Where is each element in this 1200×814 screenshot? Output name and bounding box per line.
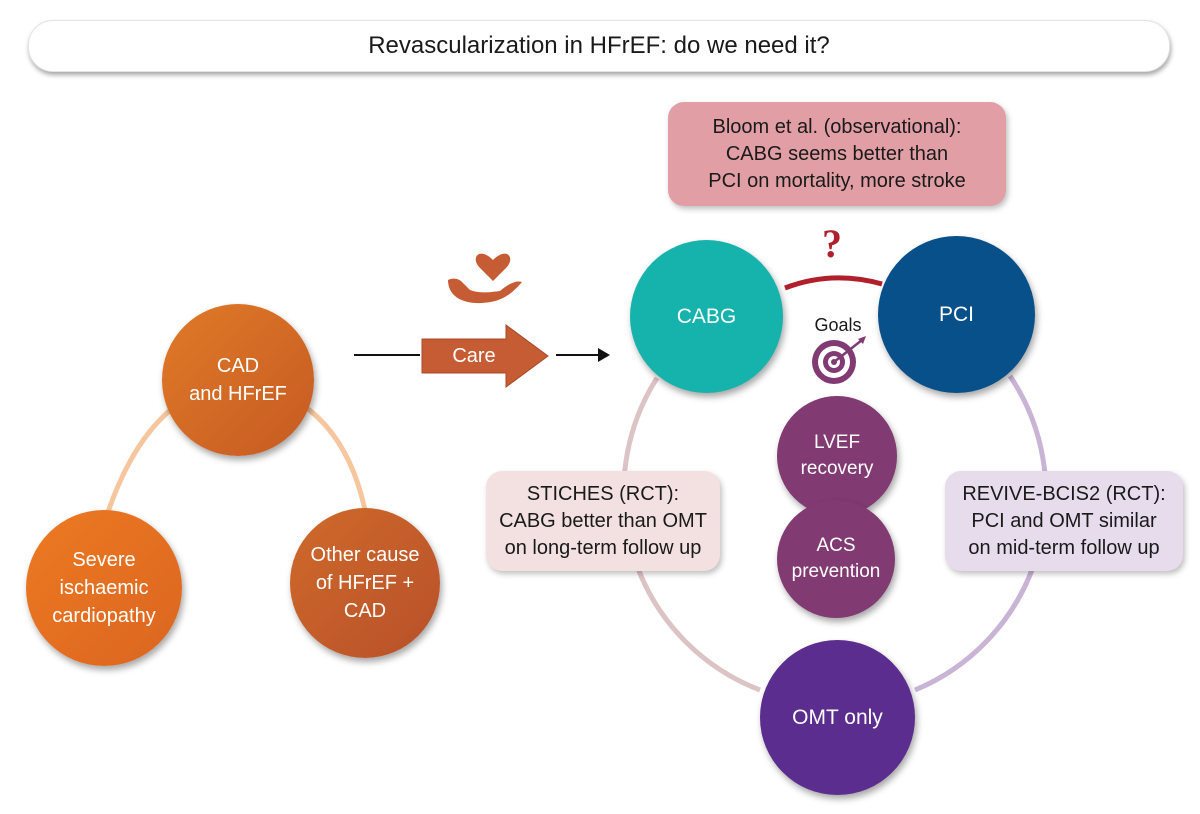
severe-ischaemic-label: Severe ischaemic cardiopathy bbox=[52, 549, 156, 627]
pci-node: PCI bbox=[878, 236, 1035, 393]
stiches-line2: on long-term follow up bbox=[504, 536, 702, 559]
goal-acs-node: ACS prevention bbox=[777, 500, 895, 618]
goal-acs-label: ACS prevention bbox=[791, 535, 881, 582]
care-arrow bbox=[421, 324, 549, 388]
revive-evidence-box: REVIVE-BCIS2 (RCT): PCI and OMT similar … bbox=[945, 471, 1183, 571]
stiches-evidence-box: STICHES (RCT): CABG better than OMT on l… bbox=[486, 471, 720, 571]
cabg-node: CABG bbox=[630, 240, 783, 393]
pci-label: PCI bbox=[938, 302, 974, 326]
goal-lvef-label: LVEF recovery bbox=[800, 432, 874, 479]
question-arc bbox=[784, 275, 883, 291]
goals-label: Goals bbox=[814, 315, 862, 335]
cad-hfref-label: CAD and HFrEF bbox=[189, 355, 287, 405]
heart-in-hand-icon bbox=[448, 253, 522, 304]
omt-node: OMT only bbox=[760, 640, 915, 795]
title-bar: Revascularization in HFrEF: do we need i… bbox=[28, 20, 1170, 72]
question-mark: ? bbox=[822, 221, 842, 266]
revive-line1: PCI and OMT similar bbox=[971, 509, 1157, 532]
bloom-line1: CABG seems better than bbox=[725, 142, 949, 165]
goal-lvef-node: LVEF recovery bbox=[777, 396, 897, 516]
revive-title: REVIVE-BCIS2 (RCT): bbox=[962, 482, 1166, 505]
other-cause-label: Other cause of HFrEF + CAD bbox=[310, 544, 420, 622]
page-title: Revascularization in HFrEF: do we need i… bbox=[368, 32, 830, 59]
bloom-line2: PCI on mortality, more stroke bbox=[708, 169, 966, 192]
revive-line2: on mid-term follow up bbox=[968, 536, 1160, 559]
stiches-line1: CABG better than OMT bbox=[499, 509, 707, 532]
other-cause-node: Other cause of HFrEF + CAD bbox=[290, 508, 440, 658]
severe-ischaemic-node: Severe ischaemic cardiopathy bbox=[26, 510, 182, 666]
care-label: Care bbox=[452, 344, 496, 367]
omt-label: OMT only bbox=[792, 705, 883, 729]
bloom-title: Bloom et al. (observational): bbox=[712, 115, 962, 138]
cabg-label: CABG bbox=[676, 304, 737, 328]
stiches-title: STICHES (RCT): bbox=[526, 482, 680, 505]
flow-arrowhead bbox=[598, 348, 610, 362]
target-icon bbox=[812, 336, 866, 384]
bloom-evidence-box: Bloom et al. (observational): CABG seems… bbox=[668, 102, 1006, 206]
cad-hfref-node: CAD and HFrEF bbox=[162, 304, 314, 456]
